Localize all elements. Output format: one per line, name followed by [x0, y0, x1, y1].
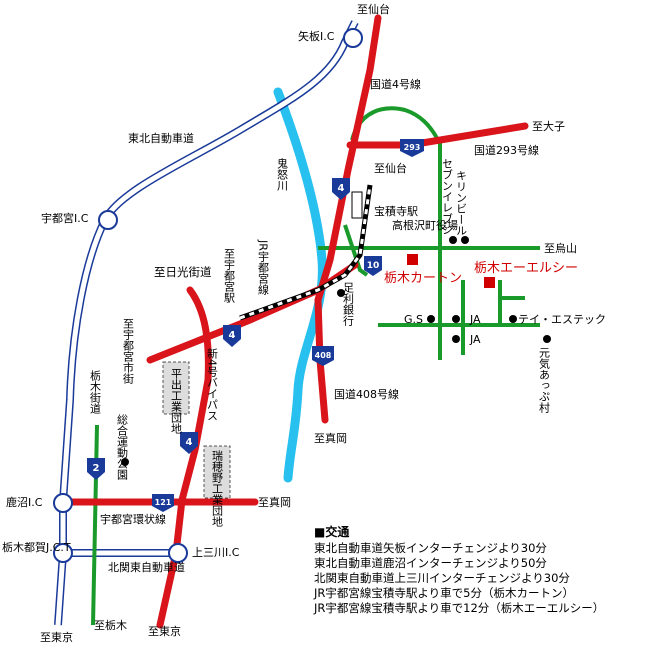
utsunomiya-ic-marker	[98, 210, 118, 230]
label-hiraide-estate: 平出工業団地	[170, 368, 183, 434]
label-hoshakuji-sta: 宝積寺駅	[374, 204, 418, 218]
label-jr-line: JR宇都宮線	[257, 239, 270, 295]
mizuho-estate-box	[203, 445, 231, 499]
poi-dots	[121, 236, 551, 466]
label-to-sendai-rail: 至仙台	[374, 161, 407, 175]
label-ja2: JA	[469, 333, 481, 346]
label-new4-bypass: 新4号バイパス	[206, 347, 219, 421]
traffic-line-3: 北関東自動車道上三川インターチェンジより30分	[314, 571, 570, 585]
label-ja1: JA	[469, 313, 481, 326]
label-tochigi-tsuga-jct: 栃木都賀J.C.T	[2, 540, 71, 554]
label-tochigi-kaido: 栃木街道	[89, 369, 102, 414]
label-ashikaga-bank: 足利銀行	[342, 282, 355, 327]
label-to-shiyakusho: 至宇都宮市街	[122, 318, 135, 385]
route-shield-121: 121	[152, 494, 174, 512]
label-route408: 国道408号線	[334, 387, 399, 401]
kanuma-ic-marker	[53, 493, 73, 513]
label-tohoku-exp: 東北自動車道	[128, 131, 194, 145]
route-shield-293: 293	[400, 139, 424, 157]
label-to-nikko: 至日光街道	[154, 265, 212, 279]
route-shield-10: 10	[364, 256, 382, 276]
label-tei-estec: テイ・エステック	[518, 313, 606, 326]
tochigi-carton-marker	[407, 254, 418, 265]
traffic-heading: ■交通	[314, 524, 349, 539]
label-to-utsunomiya-sta: 至宇都宮駅	[223, 248, 236, 304]
route-shield-4c: 4	[180, 432, 198, 454]
tochigi-tsuga-jct-marker	[53, 543, 73, 563]
route-shield-408: 408	[312, 346, 334, 366]
tochigi-lc-marker	[484, 277, 495, 288]
label-tochigi-lc: 栃木エーエルシー	[474, 261, 578, 276]
traffic-line-4: JR宇都宮線宝積寺駅より車で5分（栃木カートン）	[313, 586, 574, 600]
shield-121-label: 121	[155, 498, 172, 507]
label-kinugawa: 鬼怒川	[276, 157, 289, 191]
shield-408-label: 408	[315, 351, 332, 360]
label-takanezawa-office: 高根沢町役場	[392, 218, 458, 232]
label-to-ohko: 至大子	[532, 119, 565, 133]
shield-4a-label: 4	[338, 183, 345, 194]
route-shield-2: 2	[87, 458, 105, 480]
kinugawa-river	[273, 87, 327, 483]
label-to-karasuyama: 至烏山	[544, 241, 577, 255]
label-genki-village: 元気あっぷ村	[538, 347, 551, 413]
hoshakuji-station	[351, 191, 363, 219]
prefectural-roads	[91, 106, 540, 626]
shield-2-label: 2	[93, 463, 100, 474]
label-to-moka-1: 至真岡	[314, 431, 347, 445]
label-route293: 国道293号線	[474, 143, 539, 157]
route-shield-4a: 4	[332, 178, 350, 200]
shield-293-label: 293	[404, 143, 421, 152]
label-to-tokyo-2: 至東京	[148, 624, 181, 638]
shield-4c-label: 4	[186, 437, 193, 448]
route-shield-4b: 4	[223, 325, 241, 347]
label-to-sendai-top: 至仙台	[357, 2, 390, 16]
kamisanokawa-ic-marker	[168, 543, 188, 563]
label-to-tochigi: 至栃木	[94, 618, 127, 632]
shield-4b-label: 4	[229, 330, 236, 341]
traffic-line-2: 東北自動車道鹿沼インターチェンジより50分	[314, 556, 547, 570]
label-to-moka-2: 至真岡	[258, 495, 291, 509]
label-utsunomiya-ic: 宇都宮I.C	[41, 211, 89, 225]
label-tochigi-carton: 栃木カートン	[384, 271, 462, 286]
jr-utsunomiya-line	[239, 184, 373, 321]
traffic-line-5: JR宇都宮線宝積寺駅より車で12分（栃木エーエルシー）	[313, 601, 604, 615]
shield-10-label: 10	[367, 261, 380, 271]
traffic-info: ■交通 東北自動車道矢板インターチェンジより30分 東北自動車道鹿沼インターチェ…	[313, 524, 604, 615]
hiraide-estate-box	[162, 361, 190, 415]
label-route4: 国道4号線	[370, 77, 421, 91]
label-kitakanto-exp: 北関東自動車道	[108, 560, 185, 574]
label-yaita-ic: 矢板I.C	[298, 29, 335, 43]
label-gs: G.S	[404, 313, 423, 326]
yaita-ic-marker	[343, 28, 363, 48]
label-kanuma-ic: 鹿沼I.C	[6, 495, 43, 509]
label-to-tokyo-1: 至東京	[40, 630, 73, 644]
traffic-line-1: 東北自動車道矢板インターチェンジより30分	[314, 541, 547, 555]
tohoku-expressway	[54, 20, 359, 626]
label-mizuho-estate: 瑞穂野工業団地	[211, 449, 224, 527]
label-kamisanokawa-ic: 上三川I.C	[192, 546, 240, 559]
label-sogo-park: 総合運動公園	[116, 413, 129, 481]
label-kirin-beer: キリンビール	[455, 170, 468, 236]
label-seven-eleven: セブンイレブン	[441, 158, 454, 235]
label-loop-road: 宇都宮環状線	[100, 512, 166, 526]
